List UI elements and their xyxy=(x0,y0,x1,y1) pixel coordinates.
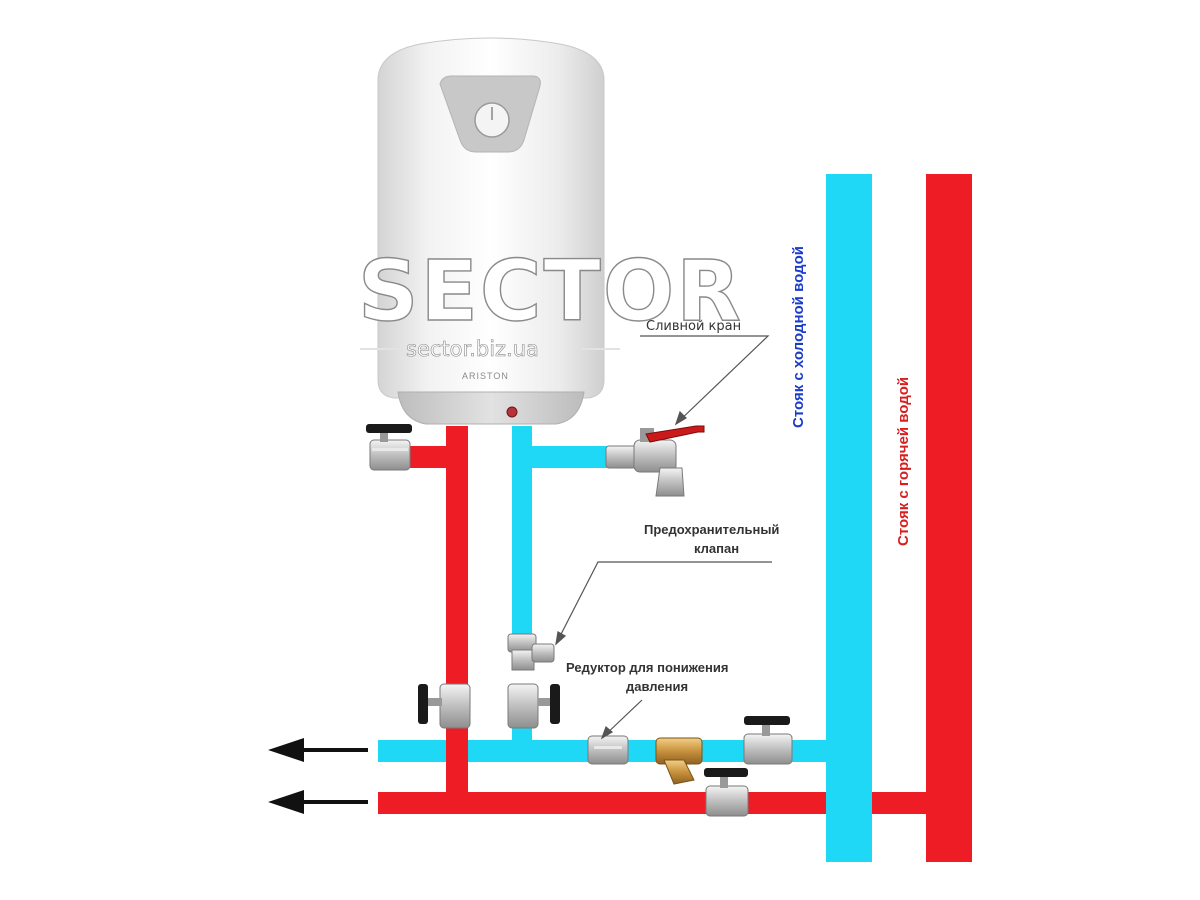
safety-valve-label-line2: клапан xyxy=(694,541,739,556)
safety-valve-leader xyxy=(555,561,772,645)
reducer-label-line1: Редуктор для понижения xyxy=(566,660,728,675)
safety-valve xyxy=(507,633,555,671)
drain-tap xyxy=(605,425,705,497)
sector-watermark: SECTOR sector.biz.ua xyxy=(357,241,743,361)
reducer-label-line2: давления xyxy=(626,679,688,694)
valve-handle-icon xyxy=(744,716,790,725)
water-heater: ARISTON xyxy=(377,37,605,425)
callout-leaders xyxy=(555,335,772,740)
cold-riser-connection xyxy=(792,740,826,762)
hot-riser-label: Стояк с горячей водой xyxy=(895,377,912,546)
cold-main-ball-valve xyxy=(743,716,793,765)
heater-body xyxy=(377,37,605,399)
brass-strainer xyxy=(655,737,703,785)
hot-main-ball-valve xyxy=(704,768,749,817)
hot-outlet-stub xyxy=(410,446,446,468)
cold-lower-ball-valve xyxy=(507,683,560,729)
indicator-lamp-icon xyxy=(506,406,518,418)
safety-valve-label-line1: Предохранительный xyxy=(644,522,779,537)
heater-bottom-cap xyxy=(397,391,585,425)
heater-brand: ARISTON xyxy=(462,371,509,381)
cold-main-pipe-mid xyxy=(628,740,658,762)
drain-tap-handle-icon xyxy=(645,425,705,443)
hot-lower-ball-valve xyxy=(418,683,471,729)
valve-handle-icon xyxy=(704,768,748,777)
valve-handle-icon xyxy=(550,684,560,724)
flow-arrows xyxy=(268,738,368,814)
cold-main-pipe-mid2 xyxy=(702,740,744,762)
hot-riser-connection xyxy=(872,792,926,814)
valve-handle-icon xyxy=(418,684,428,724)
cold-water-pipes xyxy=(378,426,826,762)
cold-main-pipe xyxy=(378,740,588,762)
watermark-site-text: sector.biz.ua xyxy=(406,337,539,361)
valve-handle-icon xyxy=(366,424,412,433)
cold-inlet-vertical-pipe xyxy=(512,426,532,636)
cold-riser-pipe xyxy=(826,174,872,862)
hot-water-pipes xyxy=(378,426,926,814)
cold-outflow-arrow-icon xyxy=(268,738,368,762)
hot-riser-pipe xyxy=(926,174,972,862)
hot-outflow-arrow-icon xyxy=(268,790,368,814)
pressure-reducer xyxy=(587,735,629,765)
hot-outlet-ball-valve xyxy=(366,424,412,471)
hot-main-pipe-right xyxy=(748,792,826,814)
drain-tap-label: Сливной кран xyxy=(646,319,741,334)
drain-branch-pipe xyxy=(532,446,608,468)
hot-main-pipe xyxy=(378,792,708,814)
watermark-logo-text: SECTOR xyxy=(358,242,743,340)
cold-riser-label: Стояк с холодной водой xyxy=(790,246,807,428)
drain-tap-leader xyxy=(640,335,770,425)
